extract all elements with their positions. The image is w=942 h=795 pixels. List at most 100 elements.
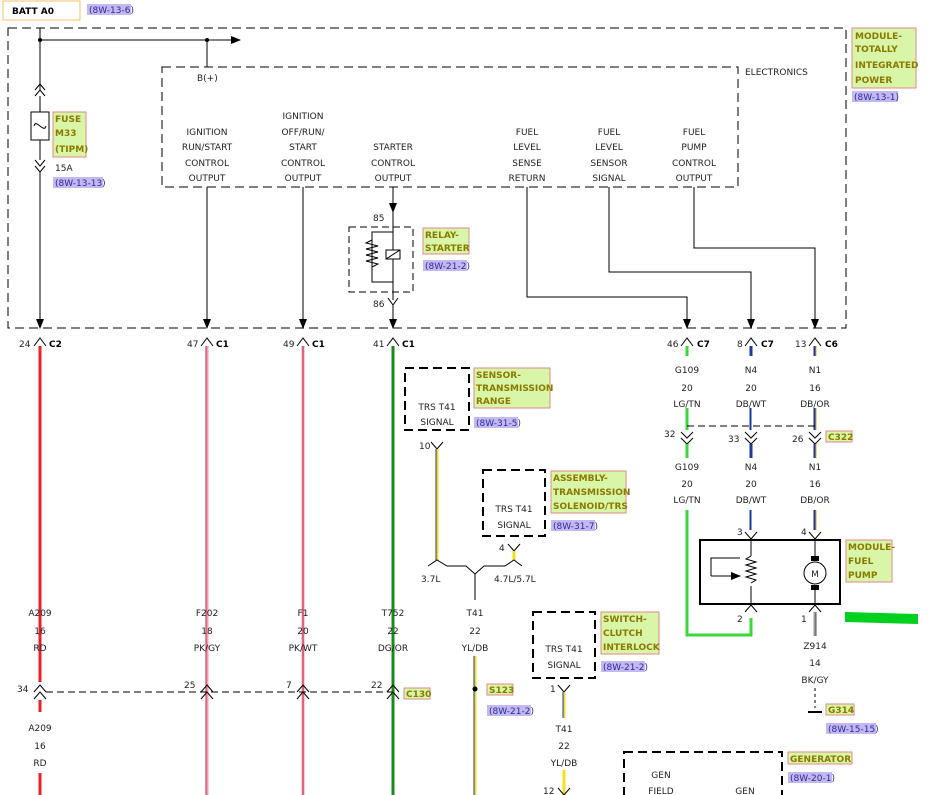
svg-text:(8W-21-2): (8W-21-2) — [425, 262, 470, 272]
electronics-label: ELECTRONICS — [745, 68, 808, 78]
svg-text:G109: G109 — [675, 463, 699, 473]
svg-text:SIGNAL: SIGNAL — [592, 174, 625, 184]
svg-text:SIGNAL: SIGNAL — [420, 418, 453, 428]
svg-text:A209: A209 — [28, 724, 52, 734]
svg-text:C322: C322 — [828, 433, 853, 443]
svg-text:1: 1 — [801, 615, 807, 625]
svg-text:18: 18 — [201, 627, 213, 637]
fuel-pump-module: 3 4 M 2 1 — [699, 528, 841, 625]
generator: GEN FIELD GEN — [623, 751, 783, 795]
fuse-label: FUSE M33 (TIPM) 15A (8W-13-13) — [52, 111, 106, 189]
svg-text:(8W-21-2): (8W-21-2) — [489, 707, 534, 717]
svg-text:RD: RD — [33, 759, 46, 769]
svg-text:T41: T41 — [555, 725, 573, 735]
svg-text:20: 20 — [745, 384, 757, 394]
svg-text:IGNITION: IGNITION — [283, 112, 324, 122]
svg-text:FUEL: FUEL — [516, 128, 538, 138]
svg-text:SENSE: SENSE — [512, 159, 542, 169]
svg-text:DB/OR: DB/OR — [800, 496, 829, 506]
output-fuel-level-sense-return: FUEL LEVEL SENSE RETURN — [508, 128, 545, 184]
svg-text:OFF/RUN/: OFF/RUN/ — [281, 128, 325, 138]
output-ign-run-start: IGNITION RUN/START CONTROL OUTPUT — [182, 128, 233, 184]
svg-text:32: 32 — [664, 430, 675, 440]
svg-text:16: 16 — [809, 384, 821, 394]
fuel-pump-label: MODULE- FUEL PUMP — [845, 539, 895, 583]
fuel-wire-labels-top: G109 20 LG/TN N4 20 DB/WT N1 16 DB/OR — [673, 366, 829, 410]
svg-text:49: 49 — [283, 340, 295, 350]
svg-text:FUSE: FUSE — [55, 115, 81, 125]
svg-text:20: 20 — [681, 480, 693, 490]
svg-text:GENERATOR: GENERATOR — [790, 755, 851, 765]
svg-text:(8W-31-5): (8W-31-5) — [476, 419, 521, 429]
svg-text:20: 20 — [297, 627, 309, 637]
assembly-trs-label: ASSEMBLY- TRANSMISSION SOLENOID/TRS (8W-… — [550, 470, 630, 532]
svg-text:25: 25 — [184, 681, 195, 691]
svg-text:16: 16 — [809, 480, 821, 490]
svg-text:RD: RD — [33, 644, 46, 654]
svg-text:A209: A209 — [28, 609, 52, 619]
svg-text:SENSOR: SENSOR — [590, 159, 627, 169]
output-fuel-pump-control: FUEL PUMP CONTROL OUTPUT — [672, 128, 716, 184]
ground-g314: G314 (8W-15-15) — [825, 703, 879, 735]
svg-text:LG/TN: LG/TN — [673, 496, 700, 506]
svg-text:DB/WT: DB/WT — [736, 400, 767, 410]
svg-text:Z914: Z914 — [803, 642, 827, 652]
svg-text:PK/GY: PK/GY — [194, 644, 221, 654]
connector-c322: 32 33 26 C322 — [664, 425, 853, 445]
output-starter-control: STARTER CONTROL OUTPUT — [371, 143, 415, 184]
svg-text:RANGE: RANGE — [476, 397, 511, 407]
svg-text:3: 3 — [737, 528, 743, 538]
green-highlight-stroke — [845, 612, 918, 624]
svg-text:FUEL: FUEL — [848, 557, 874, 567]
fuse-icon — [30, 83, 50, 173]
tipm-outline — [7, 27, 847, 329]
electronics-outline — [161, 66, 739, 188]
svg-text:N1: N1 — [809, 463, 821, 473]
connector-row: 24 C2 47 C1 49 C1 41 C1 46 C7 8 C7 13 C6 — [19, 337, 838, 350]
batt-label: BATT A0 — [12, 7, 54, 17]
svg-text:CONTROL: CONTROL — [672, 159, 716, 169]
svg-text:SOLENOID/TRS: SOLENOID/TRS — [553, 502, 628, 512]
svg-text:START: START — [289, 143, 317, 153]
svg-text:DB/OR: DB/OR — [800, 400, 829, 410]
svg-text:CONTROL: CONTROL — [281, 159, 325, 169]
assembly-trs: TRS T41 SIGNAL 4 — [482, 469, 546, 554]
svg-text:22: 22 — [558, 742, 569, 752]
svg-text:22: 22 — [387, 627, 398, 637]
fuel-wire-labels-mid: G109 20 LG/TN N4 20 DB/WT N1 16 DB/OR — [673, 463, 829, 506]
svg-text:16: 16 — [34, 742, 46, 752]
svg-text:SIGNAL: SIGNAL — [547, 661, 580, 671]
svg-text:4: 4 — [801, 528, 807, 538]
svg-text:(8W-21-2): (8W-21-2) — [603, 663, 648, 673]
relay-label: RELAY- STARTER (8W-21-2) — [422, 227, 470, 272]
svg-text:GEN: GEN — [651, 771, 670, 781]
svg-text:10: 10 — [419, 442, 431, 452]
svg-text:TRANSMISSION: TRANSMISSION — [553, 488, 630, 498]
svg-text:LG/TN: LG/TN — [673, 400, 700, 410]
svg-text:3.7L: 3.7L — [421, 575, 440, 585]
svg-text:MODULE-: MODULE- — [848, 543, 895, 553]
a209-lower-labels: A209 16 RD — [28, 724, 52, 769]
svg-text:(8W-20-1): (8W-20-1) — [790, 774, 835, 784]
svg-text:N4: N4 — [745, 463, 758, 473]
svg-text:OUTPUT: OUTPUT — [285, 174, 322, 184]
svg-text:YL/DB: YL/DB — [550, 759, 578, 769]
svg-text:SIGNAL: SIGNAL — [497, 521, 530, 531]
svg-text:13: 13 — [795, 340, 806, 350]
svg-text:RETURN: RETURN — [508, 174, 545, 184]
svg-text:S123: S123 — [489, 686, 514, 696]
svg-text:26: 26 — [792, 435, 804, 445]
svg-text:OUTPUT: OUTPUT — [189, 174, 226, 184]
svg-text:TRS T41: TRS T41 — [544, 645, 582, 655]
svg-text:C1: C1 — [312, 340, 325, 350]
svg-text:7: 7 — [286, 681, 292, 691]
svg-text:T41: T41 — [466, 609, 484, 619]
switch-clutch-interlock: TRS T41 SIGNAL 1 — [532, 611, 596, 695]
svg-text:RELAY-: RELAY- — [425, 231, 459, 241]
generator-label: GENERATOR (8W-20-1) — [787, 751, 853, 784]
svg-text:4: 4 — [499, 544, 505, 554]
svg-text:YL/DB: YL/DB — [461, 644, 489, 654]
svg-text:ASSEMBLY-: ASSEMBLY- — [553, 474, 608, 484]
svg-text:INTEGRATED: INTEGRATED — [855, 61, 919, 71]
